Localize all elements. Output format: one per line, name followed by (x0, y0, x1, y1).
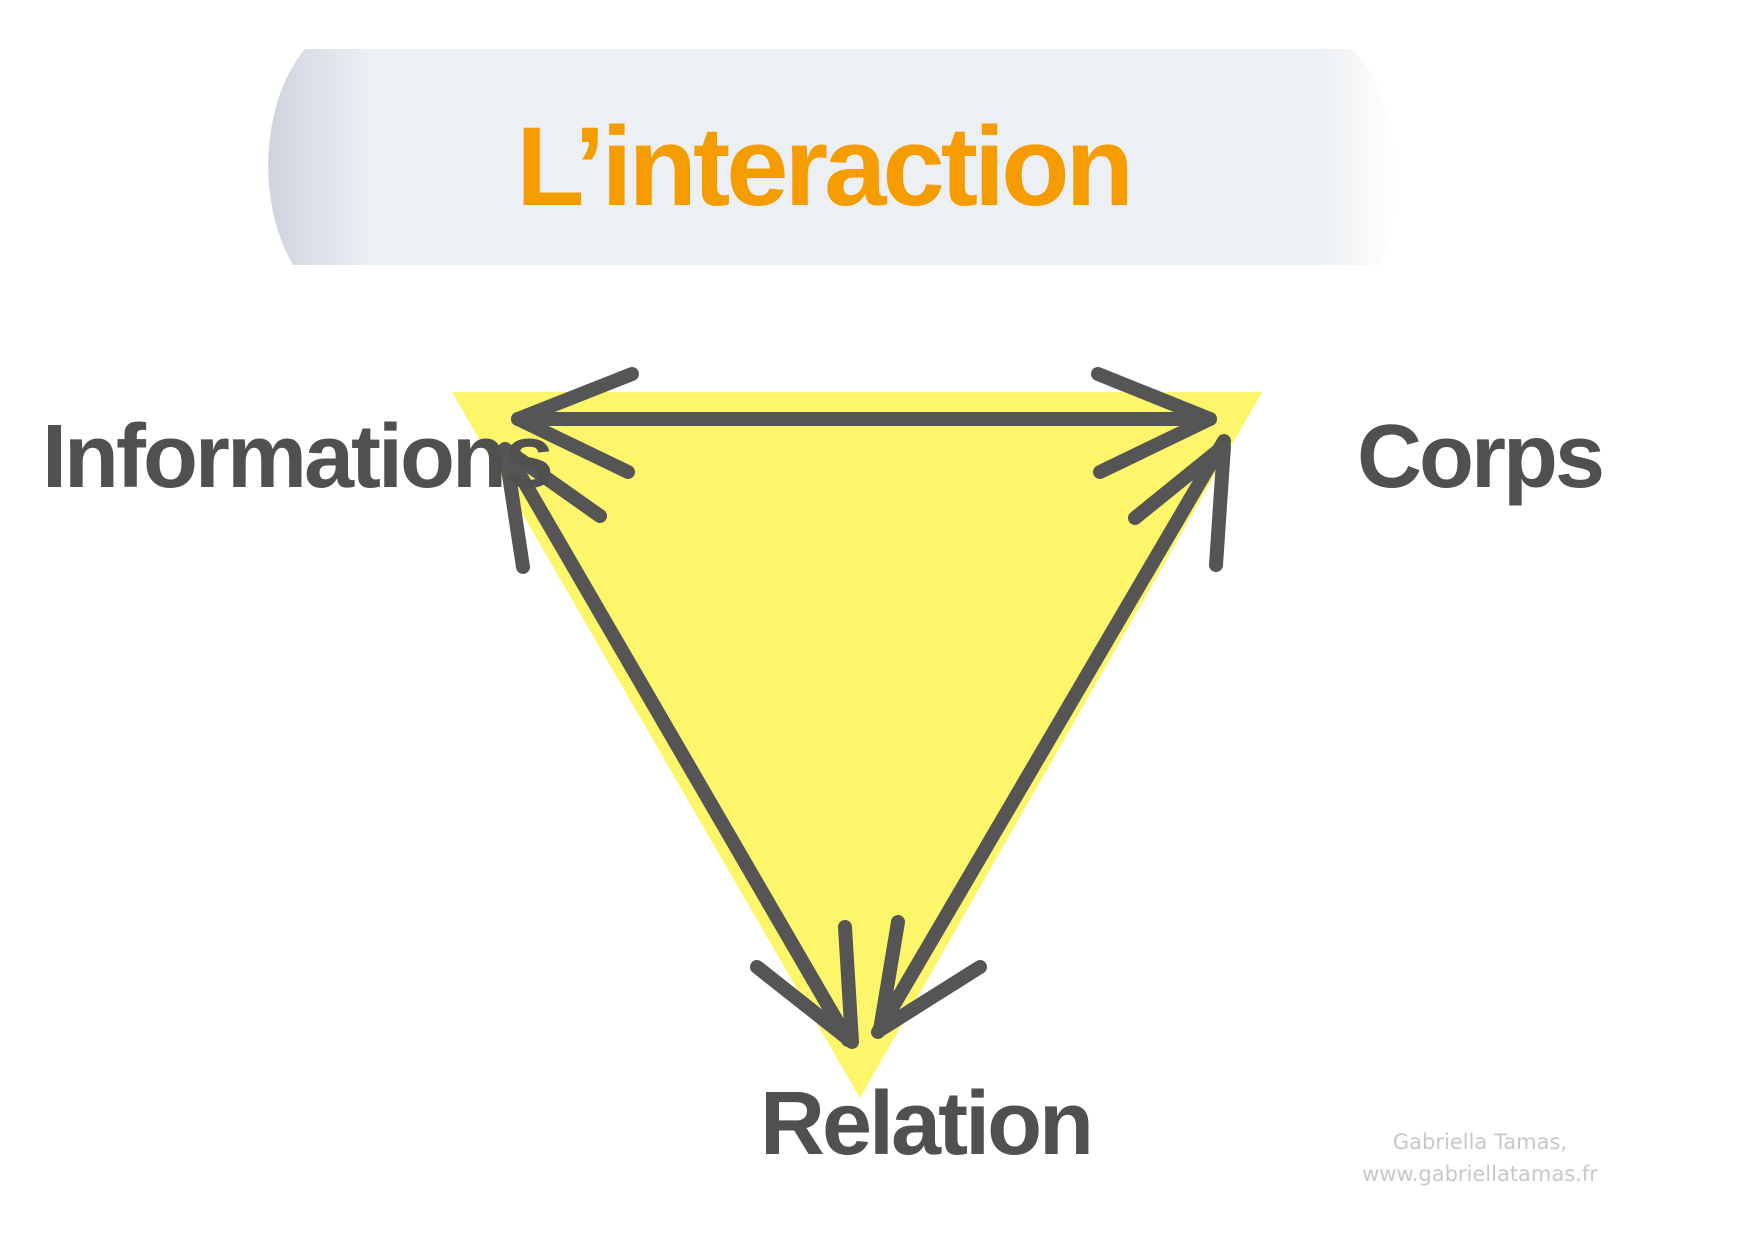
arrow-informations-relation (498, 442, 859, 1049)
arrow-corps-relation (871, 434, 1231, 1039)
credit-website: www.gabriellatamas.fr (1362, 1162, 1598, 1186)
credit-name: Gabriella Tamas, (1392, 1130, 1568, 1154)
bidirectional-arrows (498, 367, 1231, 1049)
arrow-informations-corps (511, 367, 1217, 479)
title-banner (268, 49, 1397, 265)
node-label-informations: Informations (42, 407, 551, 507)
diagram-title: L’interaction (516, 104, 1130, 229)
node-label-relation: Relation (760, 1074, 1091, 1174)
yellow-triangle (452, 392, 1262, 1098)
author-credit: Gabriella Tamas, www.gabriellatamas.fr (1330, 1126, 1630, 1190)
node-label-corps: Corps (1357, 407, 1602, 507)
